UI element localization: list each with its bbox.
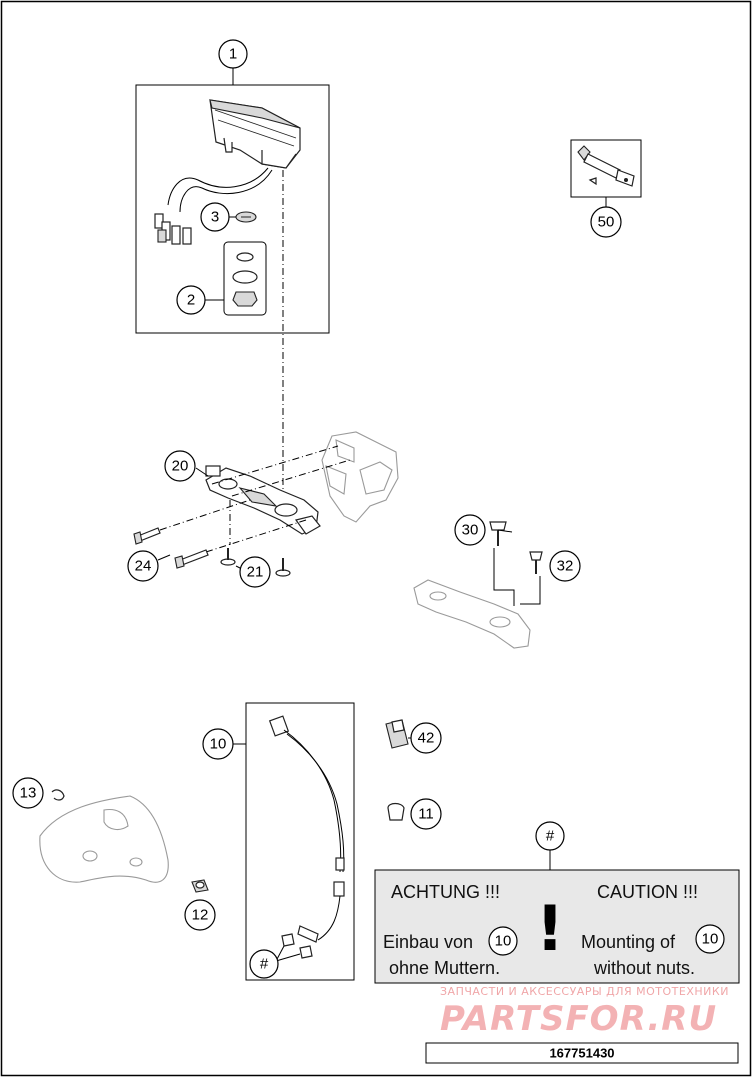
clip-parts [385, 719, 412, 821]
callout-label-13: 13 [20, 785, 37, 802]
callout-label-hash-cable: # [260, 956, 269, 973]
watermark-tagline: ЗАПЧАСТИ И АКСЕССУАРЫ ДЛЯ МОТОТЕХНИКИ [440, 985, 729, 998]
callout-50: 50 [590, 206, 622, 238]
callout-1: 1 [218, 39, 248, 69]
callout-2: 2 [176, 285, 206, 315]
ignition-lock-part [570, 139, 642, 207]
document-number-box: 167751430 [425, 1042, 739, 1064]
callout-hash-cable: # [249, 949, 279, 979]
callout-label-11: 11 [418, 806, 434, 823]
warning-heading-en: CAUTION !!! [597, 882, 698, 902]
warning-ref-de: 10 [495, 933, 512, 950]
callout-label-32: 32 [557, 558, 574, 575]
watermark-brand: PARTSFOR.RU [440, 999, 717, 1039]
dashboard-assembly [135, 68, 330, 334]
bolt-parts [133, 527, 291, 577]
callout-label-42: 42 [418, 730, 435, 747]
callout-20: 20 [164, 450, 196, 482]
upper-bracket-assembly [159, 431, 399, 553]
speed-sensor-cable [232, 702, 355, 981]
warning-ref-en: 10 [702, 931, 719, 948]
warning-heading-de: ACHTUNG !!! [391, 882, 500, 902]
watermark: ЗАПЧАСТИ И АКСЕССУАРЫ ДЛЯ МОТОТЕХНИКИ PA… [440, 985, 729, 1039]
callout-42: 42 [410, 722, 442, 754]
warning-text-en-line2: without nuts. [593, 958, 695, 978]
side-bracket-assembly [413, 521, 543, 649]
callout-label-2: 2 [187, 292, 195, 309]
callout-label-24: 24 [135, 558, 152, 575]
callout-3: 3 [200, 202, 230, 232]
callout-21: 21 [239, 556, 271, 588]
callout-11: 11 [410, 798, 442, 830]
callout-label-30: 30 [462, 522, 479, 539]
callout-label-12: 12 [192, 907, 209, 924]
callout-24: 24 [127, 550, 159, 582]
callout-label-3: 3 [211, 209, 219, 226]
brake-disc-part [39, 789, 209, 893]
callout-label-10: 10 [210, 736, 227, 753]
callout-30: 30 [454, 514, 486, 546]
warning-box: ACHTUNG !!! CAUTION !!! ! Einbau von ohn… [374, 850, 740, 984]
callout-13: 13 [12, 777, 44, 809]
callout-label-1: 1 [229, 46, 237, 63]
callout-10: 10 [202, 728, 234, 760]
warning-text-de-line2: ohne Muttern. [389, 958, 500, 978]
callout-label-21: 21 [247, 564, 264, 581]
callout-label-hash-top: # [546, 828, 555, 845]
document-number: 167751430 [549, 1046, 614, 1061]
warning-text-de-line1: Einbau von [383, 932, 473, 952]
warning-text-en-line1: Mounting of [581, 932, 676, 952]
callout-label-20: 20 [172, 458, 189, 475]
callout-hash-top: # [535, 821, 565, 851]
callout-12: 12 [184, 899, 216, 931]
callout-label-50: 50 [598, 214, 615, 231]
callout-32: 32 [549, 550, 581, 582]
exclamation-icon: ! [536, 892, 564, 965]
